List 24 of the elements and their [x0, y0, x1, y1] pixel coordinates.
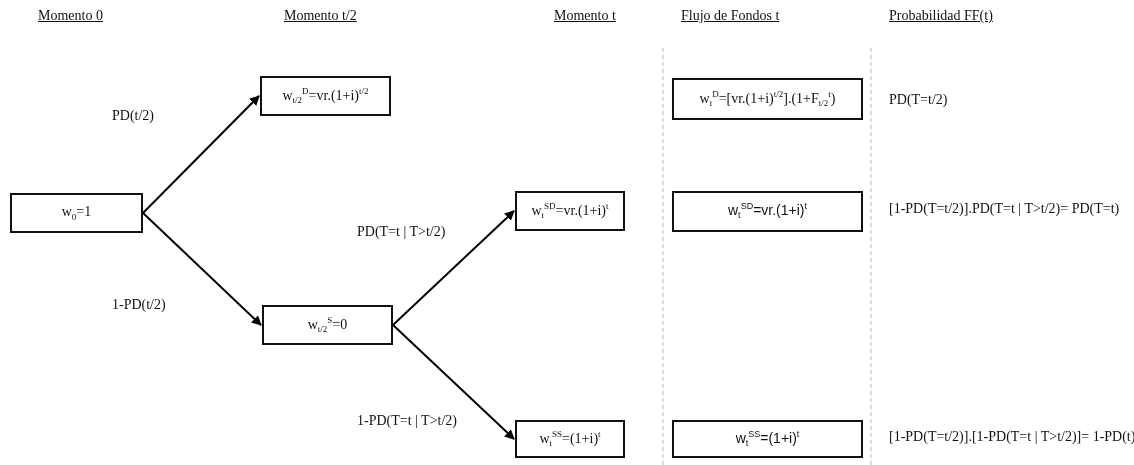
edge-label: PD(t/2): [112, 108, 154, 125]
column-heading: Momento t/2: [284, 8, 357, 25]
column-heading: Momento 0: [38, 8, 103, 25]
edge-label: PD(T=t | T>t/2): [357, 224, 446, 241]
value-box: w$_{t}$$^{SD}$=vr.(1+i)$^{t}$: [672, 191, 863, 232]
value-box: w$_{t/2}$$^{D}$=vr.(1+i)$^{t/2}$: [260, 76, 391, 116]
column-heading: Flujo de Fondos t: [681, 8, 780, 25]
value-box: w$_{t}$$^{D}$=[vr.(1+i)$^{t/2}$].(1+F$_{t/2}$$^{t}$): [672, 78, 863, 120]
column-heading: Momento t: [554, 8, 616, 25]
probability-text: [1-PD(T=t/2)].PD(T=t | T>t/2)= PD(T=t): [889, 201, 1121, 218]
arrow: [142, 212, 262, 326]
value-box: w$_{t}$$^{SD}$=vr.(1+i)$^{t}$: [515, 191, 625, 231]
value-box: w$_{t/2}$$^{S}$=0: [262, 305, 393, 345]
edge-label: 1-PD(t/2): [112, 297, 166, 314]
value-box: w$_{0}$=1: [10, 193, 143, 233]
arrow: [142, 95, 260, 214]
edge-label: 1-PD(T=t | T>t/2): [357, 413, 457, 430]
value-box: w$_{t}$$^{SS}$=(1+i)$^{t}$: [515, 420, 625, 458]
column-heading: Probabilidad FF(t): [889, 8, 993, 25]
probability-text: PD(T=t/2): [889, 92, 949, 109]
probability-text: [1-PD(T=t/2)].[1-PD(T=t | T>t/2)]= 1-PD(t): [889, 429, 1134, 446]
value-box: w$_{t}$$^{SS}$=(1+i)$^{t}$: [672, 420, 863, 458]
arrow: [392, 210, 515, 326]
arrow: [392, 324, 515, 440]
